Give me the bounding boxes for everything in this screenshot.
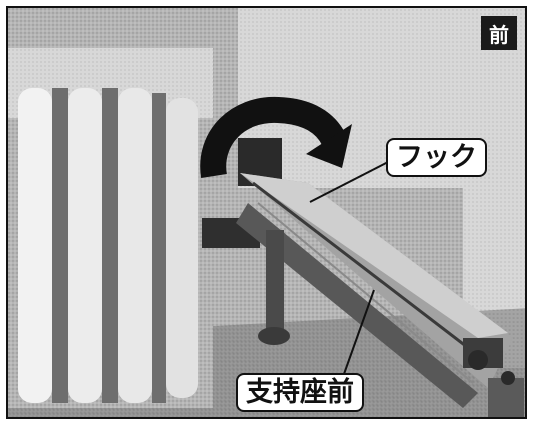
front-tag: 前 (481, 16, 517, 50)
right-fittings (463, 338, 524, 417)
leg-foot (258, 327, 290, 345)
support-rail (236, 173, 513, 408)
radiator (8, 48, 213, 408)
hook-callout: フック (386, 138, 487, 177)
photo-scene (8, 8, 525, 417)
support-leg (266, 230, 284, 340)
support-front-callout: 支持座前 (236, 373, 364, 412)
rotation-arrow-icon (200, 96, 352, 179)
hook-leader-line (309, 159, 393, 203)
photo-frame: 前 (6, 6, 527, 419)
support-leader-line (343, 289, 375, 375)
